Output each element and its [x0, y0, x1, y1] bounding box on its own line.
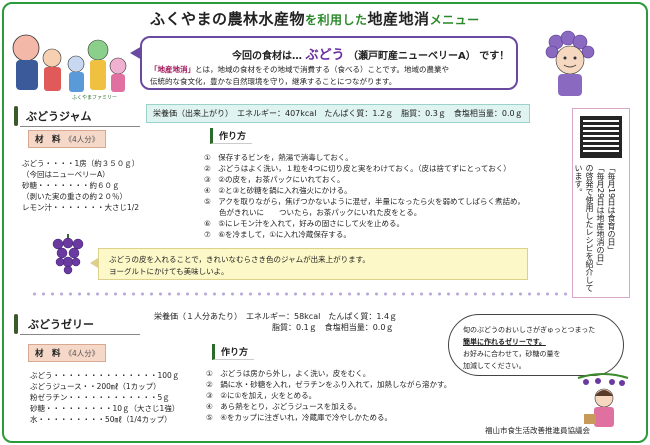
- grape-illustration: [46, 232, 90, 280]
- jam-materials-label: 材 料《4人分》: [28, 130, 107, 148]
- page-title: ふくやまの農林水産物を利用した地産地消メニュー: [150, 10, 480, 28]
- jam-note-line1: ぶどうの皮を入れることで，きれいなむらさき色のジャムが出来上がります。: [109, 255, 370, 264]
- side-line-3: の啓発で使用したレシピを紹介して: [585, 164, 594, 292]
- side-line-2: 「毎月29日は地産地消の日」: [596, 164, 605, 271]
- jam-title: ぶどうジャム: [26, 110, 92, 123]
- jam-title-rule: [20, 126, 140, 127]
- section-marker-jam: [14, 106, 18, 126]
- section-marker-jelly: [14, 314, 18, 334]
- jam-method-label: 作り方: [210, 128, 253, 144]
- side-line-4: います。: [574, 164, 583, 196]
- intro-text-2: 伝統的な食文化，豊かな自然環境を守り，継承することにつながります。: [150, 77, 397, 86]
- jam-steps: ① 保存するビンを，熱湯で消毒しておく。 ② ぶどうはよく洗い，１粒を4つに切り…: [204, 153, 525, 239]
- jelly-method-label: 作り方: [212, 344, 255, 360]
- qr-code-icon: [580, 116, 622, 158]
- jelly-steps: ① ぶどうは房から外し，よく洗い，皮をむく。 ② 鍋に水・砂糖を入れ，ゼラチンを…: [206, 369, 452, 422]
- cloud-line1: 旬のぶどうのおいしさがぎゅっとつまった: [463, 326, 596, 334]
- footer-organization: 福山市食生活改善推進員協議会: [485, 426, 590, 435]
- jam-note-line2: ヨーグルトにかけても美味しいよ。: [109, 267, 229, 276]
- mascot-family-illustration: [4, 28, 134, 103]
- intro-text-1: 「地産地消」とは，地域の食材をその地域で消費する（食べる）ことです。地域の農業や: [150, 65, 450, 74]
- bubble-tail: [130, 46, 142, 60]
- jam-note: ぶどうの皮を入れることで，きれいなむらさき色のジャムが出来上がります。 ヨーグル…: [98, 248, 528, 280]
- cloud-line2: 簡単に作れるゼリーです。: [463, 338, 546, 346]
- jelly-ingredients: ぶどう・・・・・・・・・・・・・・100ｇ ぶどうジュース・・200㎖（1カップ…: [30, 371, 180, 424]
- section-divider: [30, 291, 590, 297]
- mascot-caption: ふくやまファミリー: [72, 95, 118, 101]
- grape-mascot-illustration: [540, 30, 600, 106]
- jelly-materials-label: 材 料《4人分》: [28, 344, 107, 362]
- jam-ingredients: ぶどう・・・・1房（約３５０ｇ） （今回はニューベリーA） 砂糖・・・・・・・約…: [22, 159, 140, 212]
- jelly-title: ぶどうゼリー: [28, 318, 94, 331]
- girl-with-grapes-illustration: [576, 372, 630, 438]
- jelly-title-rule: [20, 334, 140, 335]
- jelly-tip-cloud: 旬のぶどうのおいしさがぎゅっとつまった 簡単に作れるゼリーです。 お好みに合わせ…: [448, 314, 624, 376]
- intro-line: 今回の食材は… ぶどう （瀬戸町産ニューベリーA） です！: [232, 48, 510, 63]
- cloud-line3: お好みに合わせて，砂糖の量を: [463, 350, 561, 358]
- side-line-1: 「毎月19日は食育の日」: [607, 164, 616, 255]
- jam-nutrition: 栄養価（出来上がり） エネルギー：407kcal たんぱく質：1.2ｇ 脂質：0…: [146, 104, 530, 123]
- note-tail: [90, 258, 98, 268]
- intro-bubble: 今回の食材は… ぶどう （瀬戸町産ニューベリーA） です！ 「地産地消」とは，地…: [140, 36, 518, 90]
- jelly-nutrition-2: 脂質：0.1ｇ 食塩相当量：0.0ｇ: [272, 323, 394, 332]
- cloud-line4: 加減してください。: [463, 362, 526, 370]
- jelly-nutrition-1: 栄養価（１人分あたり） エネルギー：58kcal たんぱく質：1.4ｇ: [154, 312, 398, 321]
